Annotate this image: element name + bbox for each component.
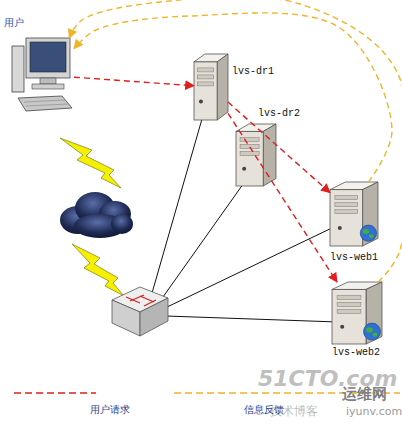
network-cable <box>165 226 336 308</box>
network-cable <box>166 316 338 322</box>
feedback-arrow <box>74 13 392 182</box>
network-cable <box>150 112 204 300</box>
request-arrow <box>74 77 194 86</box>
network-switch <box>112 287 168 336</box>
legend-text: 用户请求 <box>90 403 130 417</box>
device-label: lvs-dr2 <box>258 108 300 119</box>
device-label: lvs-dr1 <box>232 66 274 77</box>
feedback-arrow <box>69 0 402 282</box>
director-server: lvs-dr2 <box>236 124 276 186</box>
device-icon <box>332 282 382 344</box>
device-icon <box>236 124 276 186</box>
request-arrow <box>228 113 337 282</box>
network-cable <box>150 112 338 322</box>
request-arrow <box>228 102 330 193</box>
watermark-text: 运维网 <box>342 385 387 404</box>
web-server: lvs-web1 <box>330 182 378 246</box>
legend-text: 信息反馈 <box>244 403 284 417</box>
device-icon <box>12 38 74 112</box>
watermark-text: iyunv.com <box>346 405 402 418</box>
lightning-bolt <box>72 244 124 296</box>
director-server: lvs-dr1 <box>194 54 228 120</box>
internet-cloud <box>60 192 133 238</box>
device-label: lvs-web1 <box>330 252 378 263</box>
device-icon <box>194 54 228 120</box>
device-label: lvs-web2 <box>332 347 380 358</box>
lightning-bolt <box>60 138 121 188</box>
user-computer: 用户 <box>12 38 74 112</box>
network-cable <box>158 180 246 304</box>
legend-line <box>14 392 96 394</box>
web-server: lvs-web2 <box>332 282 382 344</box>
device-icon <box>330 182 378 246</box>
device-label: 用户 <box>4 16 24 30</box>
